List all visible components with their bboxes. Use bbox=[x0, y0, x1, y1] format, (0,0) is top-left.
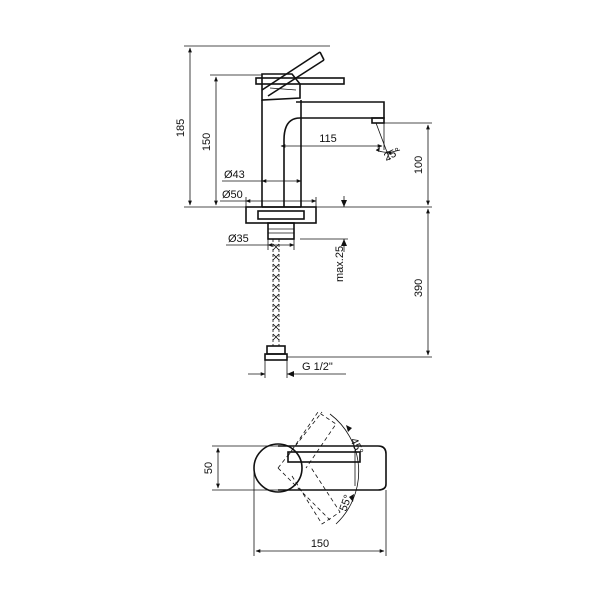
base-mount bbox=[245, 206, 317, 240]
dim-connection: G 1/2" bbox=[302, 361, 333, 373]
spout bbox=[296, 101, 385, 119]
braided-hose bbox=[264, 239, 288, 361]
spout-top bbox=[278, 445, 387, 491]
dim-width: 50 bbox=[203, 462, 215, 474]
lever-top-straight bbox=[287, 451, 361, 463]
dim-length: 150 bbox=[311, 538, 329, 550]
dim-height-body: 150 bbox=[201, 133, 213, 151]
cartridge-head bbox=[261, 73, 301, 101]
dim-body-diameter: Ø43 bbox=[224, 169, 245, 181]
dim-max-counter: max.25 bbox=[334, 246, 346, 282]
top-view: 45° 55° 50 150 bbox=[203, 411, 387, 556]
dim-hose-length: 390 bbox=[413, 279, 425, 297]
dim-height-total: 185 bbox=[175, 119, 187, 137]
dim-thread-diameter: Ø35 bbox=[228, 233, 249, 245]
lever-rotated-back bbox=[277, 411, 337, 469]
dim-spout-angle: 25° bbox=[382, 146, 402, 164]
faucet-body bbox=[261, 100, 302, 208]
dim-lever-angle-back: 45° bbox=[347, 436, 365, 456]
lever-rotated-front bbox=[277, 465, 341, 525]
side-view: 185 150 115 25° 100 Ø43 Ø50 Ø35 bbox=[175, 45, 432, 378]
side-extension-lines bbox=[184, 45, 432, 378]
dim-spout-reach: 115 bbox=[319, 133, 337, 145]
dim-base-diameter: Ø50 bbox=[222, 189, 243, 201]
dim-lever-angle-front: 55° bbox=[338, 493, 355, 513]
spout-angle-indicator bbox=[375, 122, 401, 161]
dim-spout-height: 100 bbox=[413, 156, 425, 174]
